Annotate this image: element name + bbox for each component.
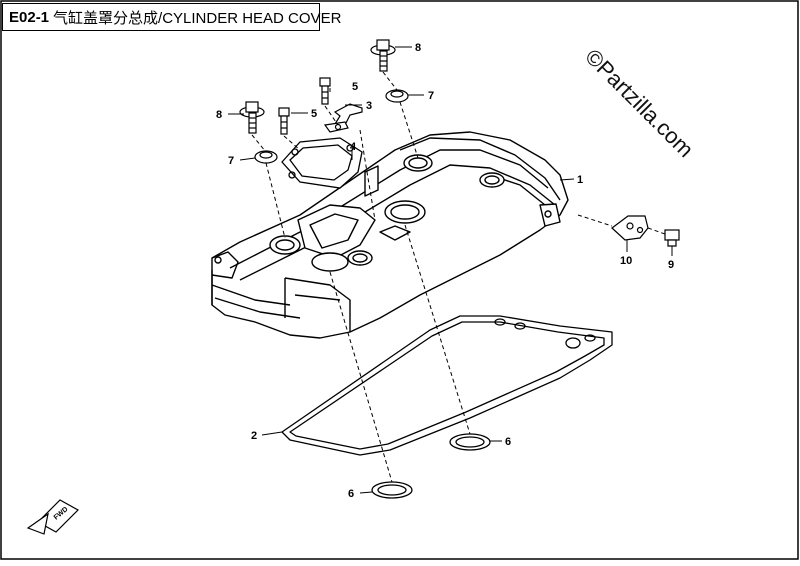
breather-bracket-part[interactable] [323,103,363,133]
plug-seal-6-left[interactable] [371,481,413,499]
callout-8-right: 8 [415,42,421,54]
callout-6-left: 6 [348,488,354,500]
callout-3: 3 [366,100,372,112]
diagram-code: E02-1 [9,8,50,26]
callout-2: 2 [251,430,257,442]
bolt-9[interactable] [664,229,680,247]
bolt-5-right[interactable] [319,77,331,105]
bolt-5-left[interactable] [278,107,290,135]
callout-4: 4 [350,141,357,153]
cable-bracket-part[interactable] [611,215,649,241]
callout-5-right: 5 [352,81,358,93]
bolt-8-right[interactable] [370,39,396,72]
callout-7-right: 7 [428,90,434,102]
callout-10: 10 [620,255,632,267]
callout-leaders [228,46,673,494]
forward-arrow-icon: FWD [26,499,79,535]
bolt-8-left[interactable] [239,101,265,134]
callout-7-left: 7 [228,155,234,167]
callout-6-right: 6 [505,436,511,448]
cover-gasket-part[interactable] [281,315,613,456]
breather-cover-part[interactable] [281,137,363,189]
callout-1: 1 [577,174,583,186]
assembly-lines [251,71,666,483]
washer-7-left[interactable] [254,150,278,164]
callout-8-left: 8 [216,109,222,121]
diagram-title-box: E02-1 气缸盖罩分总成/CYLINDER HEAD COVER [2,3,341,31]
callout-9: 9 [668,259,674,271]
cylinder-head-cover-part[interactable] [211,131,569,339]
callout-5-left: 5 [311,108,317,120]
diagram-title: 气缸盖罩分总成/CYLINDER HEAD COVER [53,9,342,27]
plug-seal-6-right[interactable] [449,433,491,451]
washer-7-right[interactable] [385,89,409,103]
